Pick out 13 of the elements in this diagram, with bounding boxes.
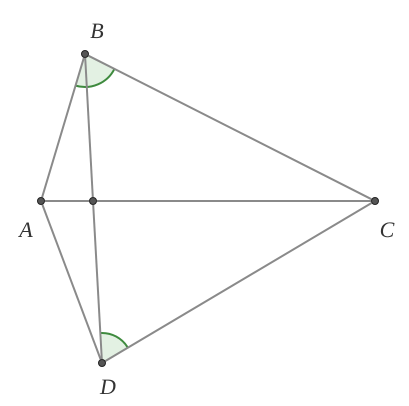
point	[89, 197, 97, 205]
line-segment	[41, 58, 85, 198]
line-segment	[104, 202, 372, 362]
point-label: B	[90, 20, 104, 42]
point-label: A	[19, 219, 33, 241]
line-segment	[84, 58, 94, 198]
line-segment	[92, 204, 103, 360]
point-label: D	[100, 376, 116, 398]
line-segment	[88, 54, 372, 200]
point-label: C	[380, 219, 394, 241]
line-segment	[45, 200, 89, 202]
line-segment	[41, 204, 102, 360]
line-segment	[97, 200, 371, 202]
